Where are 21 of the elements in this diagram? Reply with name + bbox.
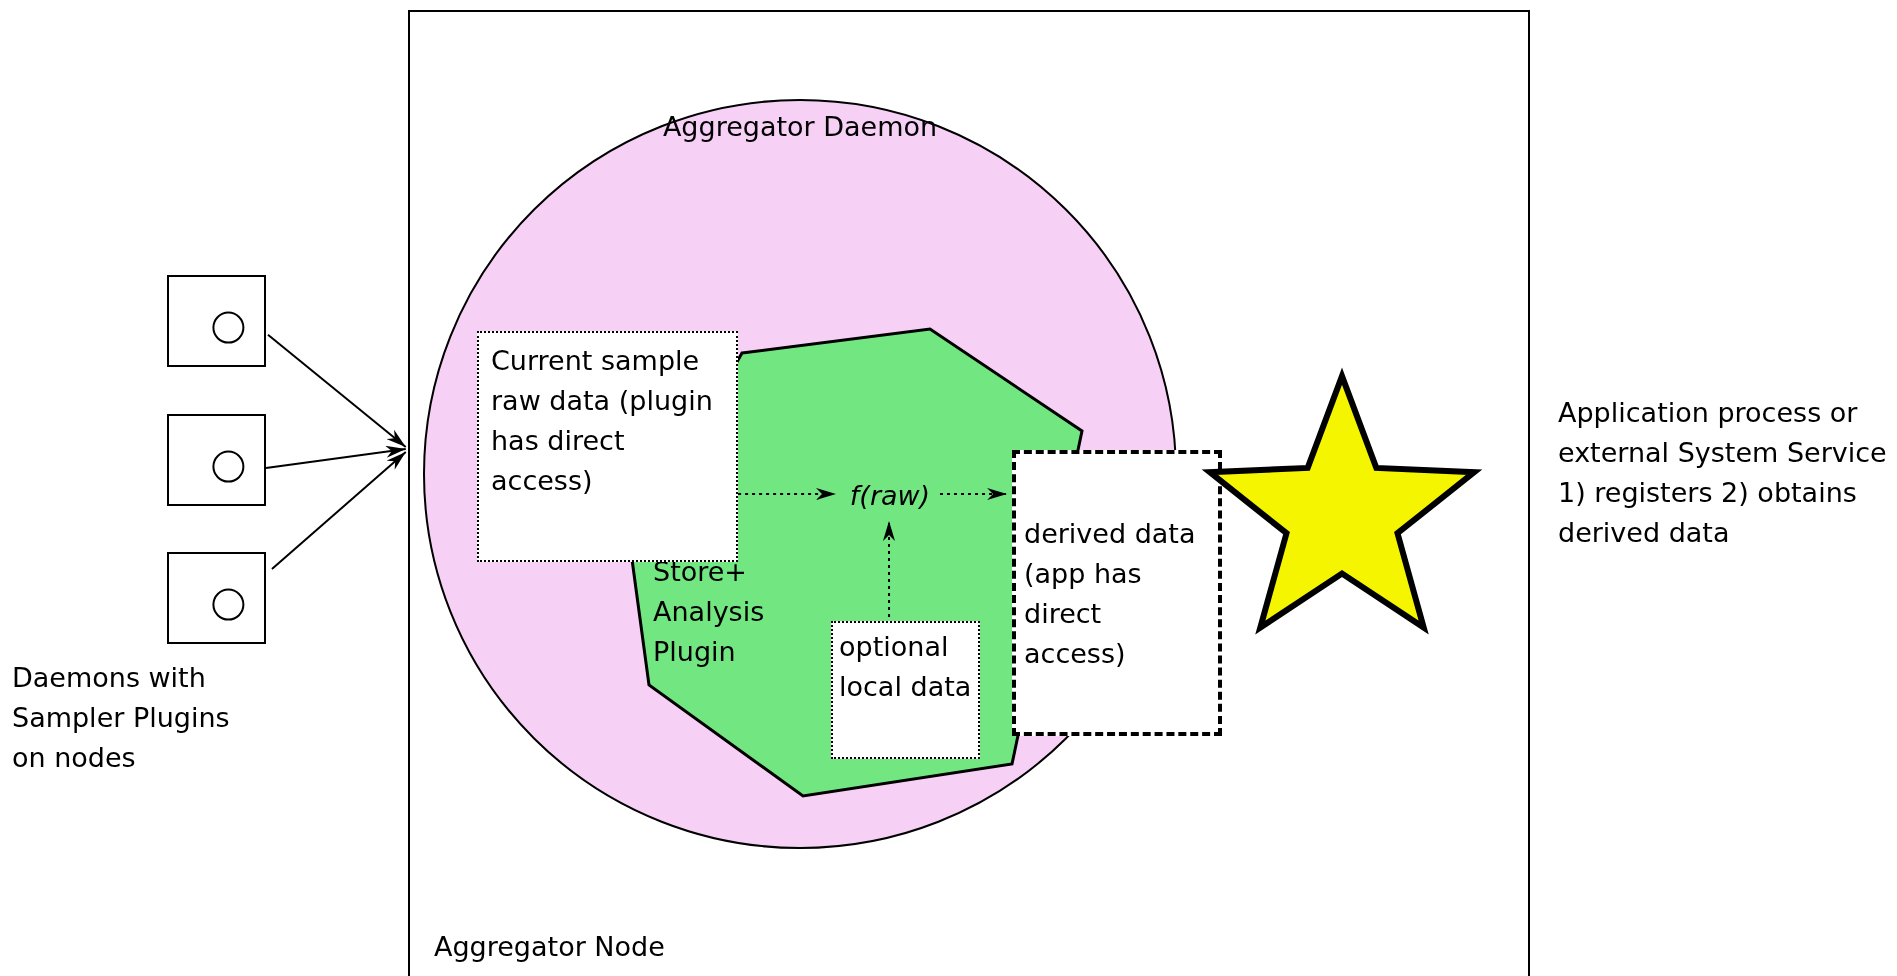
caption-text: Daemons with Sampler Plugins on nodes [12,661,231,775]
plugin-title: Store+ Analysis Plugin [653,555,766,669]
box-text: optional local data [839,630,973,704]
box-text: Current sample raw data (plugin has direct access) [491,344,714,498]
star-caption: Application process or external System Service 1) registers 2) obtains derived data [1558,396,1888,550]
daemon-title: Aggregator Daemon [661,110,939,144]
arrow [267,333,407,448]
arrow [939,488,1009,501]
sampler-box [167,552,266,644]
box-text: derived data (app has direct access) [1024,517,1197,671]
function-label: f(raw) [848,479,932,513]
sampler-box [167,414,266,506]
frame-title: Aggregator Node [434,930,666,964]
arrow [270,451,407,570]
arrow [737,487,837,500]
dashed-box [1012,450,1222,736]
node-frame [408,10,1530,976]
sampler-box [167,275,266,367]
arrow [265,445,407,469]
dotted-box [831,621,980,759]
dotted-box [477,331,738,562]
